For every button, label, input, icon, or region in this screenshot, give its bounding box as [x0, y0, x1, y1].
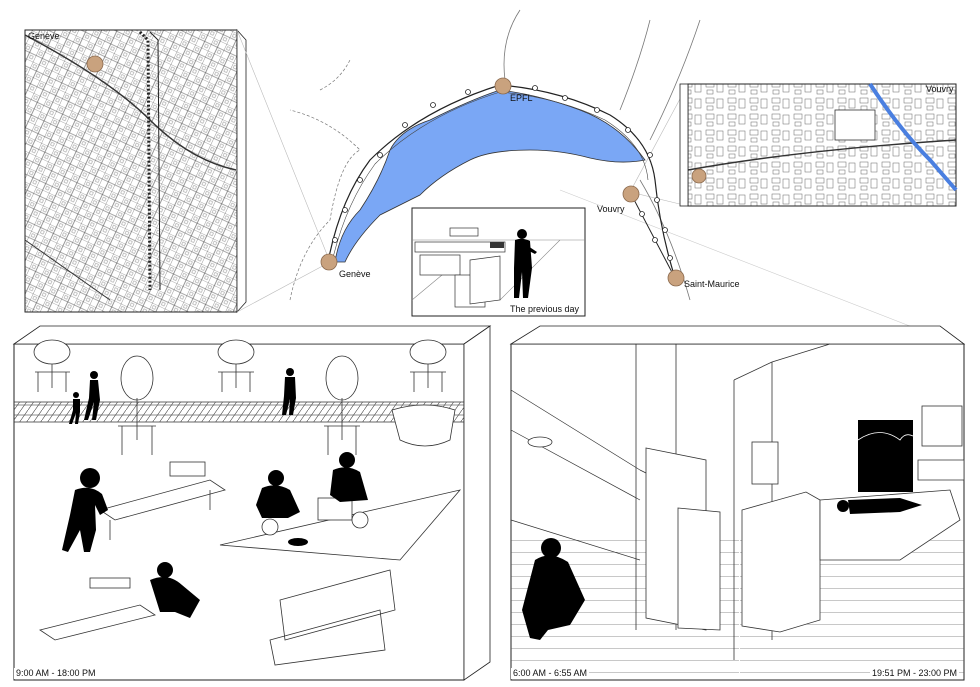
workshop-time-caption: 9:00 AM - 18:00 PM — [14, 668, 98, 679]
morning-time-caption: 6:00 AM - 6:55 AM — [511, 668, 590, 679]
vouvry-label: Vouvry — [597, 204, 625, 214]
vouvry-inset-marker — [691, 168, 707, 184]
home-scene — [509, 325, 966, 681]
person-silhouette-walking — [69, 368, 296, 424]
geneve-inset-marker — [86, 55, 104, 73]
person-silhouette-lying — [837, 498, 922, 514]
person-silhouette-standing — [514, 229, 537, 298]
person-silhouette-crouching — [522, 538, 585, 640]
evening-time-caption: 19:51 PM - 23:00 PM — [870, 668, 960, 679]
epfl-label: EPFL — [510, 93, 533, 103]
workshop-scene — [12, 325, 492, 681]
vouvry-marker — [622, 185, 640, 203]
kitchen-inset — [411, 207, 586, 317]
train-line — [327, 84, 676, 279]
epfl-marker — [494, 77, 512, 95]
lake-map — [289, 9, 701, 301]
geneve-inset-label: Genève — [28, 31, 60, 41]
geneve-label: Genève — [339, 269, 371, 279]
geneve-inset — [24, 28, 247, 314]
vouvry-inset — [679, 82, 958, 207]
person-silhouette-working — [62, 452, 368, 618]
vouvry-inset-label: Vouvry — [926, 84, 954, 94]
geneve-marker — [320, 253, 338, 271]
saint-maurice-label: Saint-Maurice — [684, 279, 740, 289]
kitchen-caption: The previous day — [508, 304, 582, 315]
saint-maurice-marker — [667, 269, 685, 287]
